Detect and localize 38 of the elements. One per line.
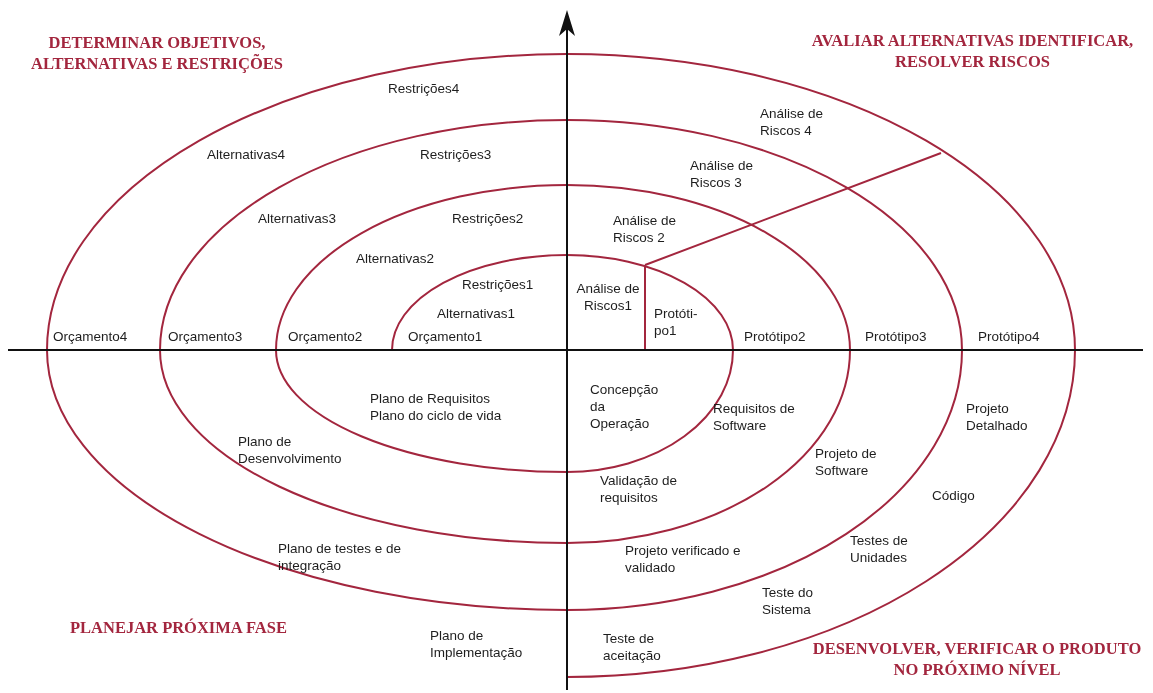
- phase-label: Plano de testes e de integração: [278, 540, 403, 574]
- phase-label: Alternativas1: [437, 305, 516, 322]
- phase-label: Protóti- po1: [654, 305, 699, 339]
- phase-label: Plano de Implementação: [430, 627, 524, 661]
- phase-label: Restrições4: [388, 80, 460, 97]
- phase-label: Código: [932, 487, 975, 504]
- phase-label: Restrições3: [420, 146, 492, 163]
- phase-label: Validação de requisitos: [600, 472, 679, 506]
- phase-label: Projeto Detalhado: [966, 400, 1029, 434]
- phase-label: Concepção da Operação: [590, 381, 660, 432]
- phase-label: Orçamento3: [168, 328, 243, 345]
- phase-label: Testes de Unidades: [850, 532, 909, 566]
- phase-label: Projeto verificado e validado: [625, 542, 742, 576]
- phase-label: Plano de Desenvolvimento: [238, 433, 343, 467]
- phase-label: Orçamento4: [53, 328, 128, 345]
- quadrant-title: AVALIAR ALTERNATIVAS IDENTIFICAR, RESOLVER RISCOS: [810, 30, 1135, 72]
- phase-label: Protótipo2: [744, 328, 806, 345]
- phase-label: Teste do Sistema: [762, 584, 815, 618]
- phase-label: Requisitos de Software: [713, 400, 796, 434]
- phase-label: Protótipo3: [865, 328, 927, 345]
- phase-label: Restrições1: [462, 276, 534, 293]
- phase-label: Plano de Requisitos Plano do ciclo de vida: [370, 390, 503, 424]
- phase-label: Análise de Riscos 3: [690, 157, 755, 191]
- phase-label: Orçamento1: [408, 328, 483, 345]
- phase-label: Protótipo4: [978, 328, 1040, 345]
- quadrant-title: DETERMINAR OBJETIVOS, ALTERNATIVAS E RESTRIÇÕES: [30, 32, 284, 74]
- phase-label: Alternativas3: [258, 210, 337, 227]
- phase-label: Projeto de Software: [815, 445, 878, 479]
- phase-label: Análise de Riscos 2: [613, 212, 678, 246]
- phase-label: Teste de aceitação: [603, 630, 662, 664]
- phase-label: Análise de Riscos 4: [760, 105, 825, 139]
- phase-label: Alternativas2: [356, 250, 435, 267]
- phase-label: Alternativas4: [207, 146, 286, 163]
- phase-label: Orçamento2: [288, 328, 363, 345]
- quadrant-title: PLANEJAR PRÓXIMA FASE: [70, 617, 287, 638]
- phase-label: Análise de Riscos1: [575, 280, 641, 314]
- phase-label: Restrições2: [452, 210, 524, 227]
- quadrant-title: DESENVOLVER, VERIFICAR O PRODUTO NO PRÓXIMO NÍVEL: [812, 638, 1142, 680]
